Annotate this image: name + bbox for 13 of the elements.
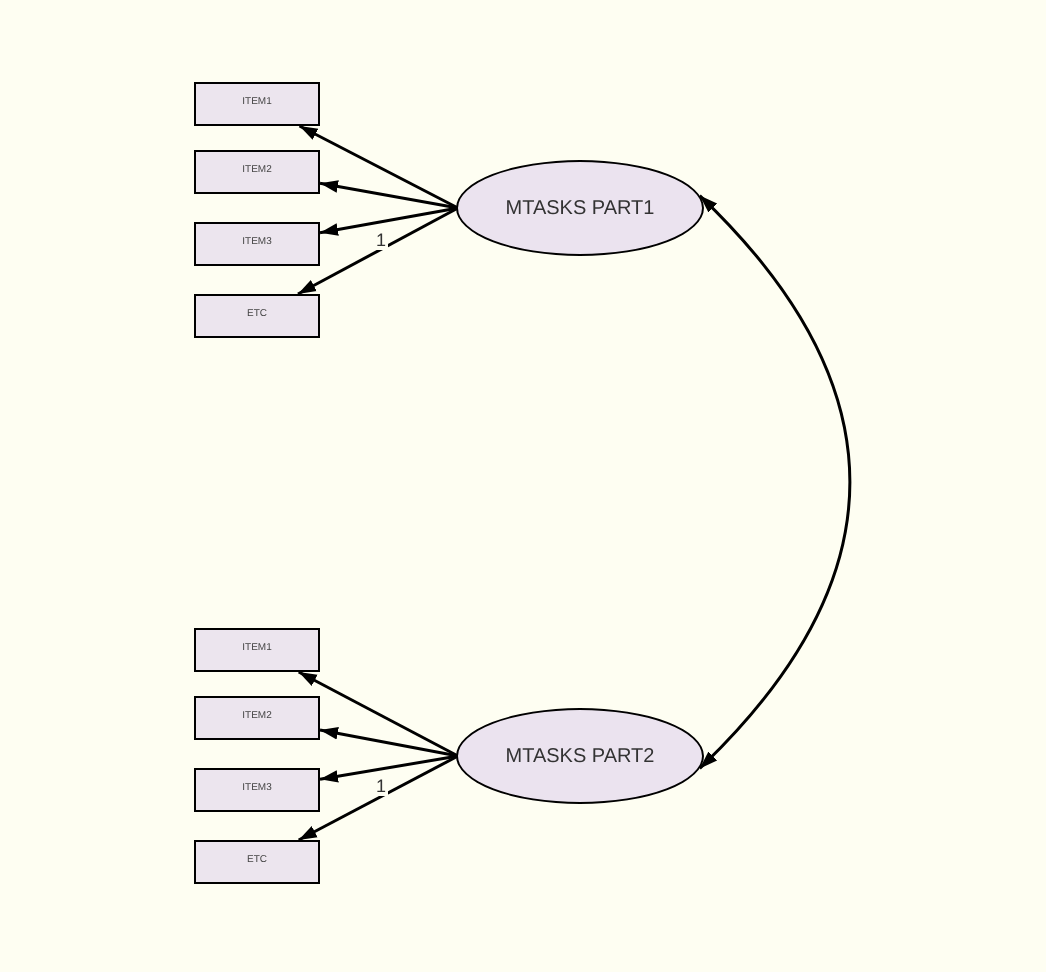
arrow [298,754,459,842]
arrow [298,124,459,210]
arrow [319,180,459,210]
arrow [319,727,459,758]
latent-variable-ellipse: MTASKS PART1 [456,160,704,256]
arrow [319,206,459,236]
arrow [298,670,459,758]
edge-label: 1 [374,231,389,250]
curved-double-arrow [698,194,852,770]
arrow [297,206,459,296]
arrow [319,754,459,783]
latent-variable-ellipse: MTASKS PART2 [456,708,704,804]
edge-label: 1 [374,778,389,797]
